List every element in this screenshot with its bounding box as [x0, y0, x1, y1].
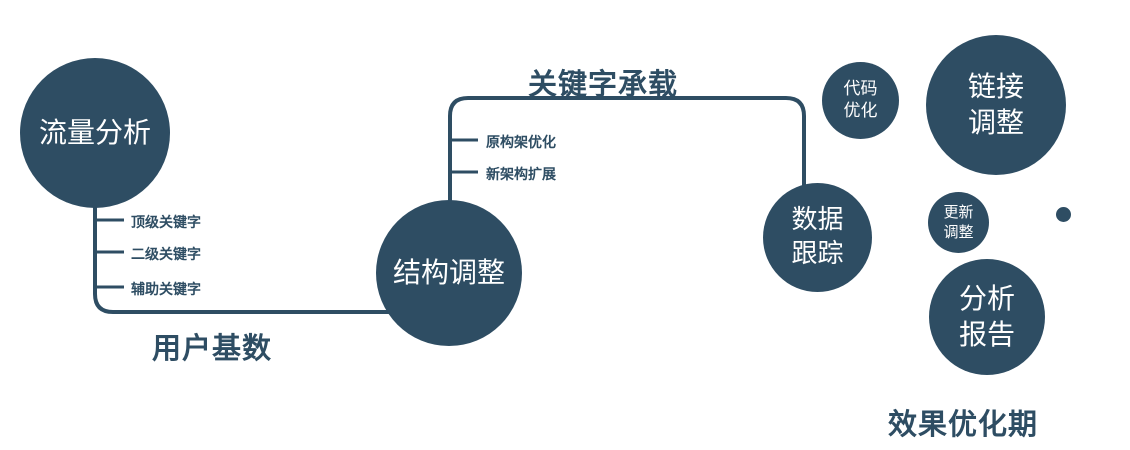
node-update-adjustment-line2: 调整: [943, 222, 974, 241]
branch-ticks-traffic: [95, 218, 124, 289]
node-code-optimization: 代码 优化: [822, 62, 899, 139]
node-link-adjustment: 链接 调整: [926, 35, 1066, 175]
edge-label-keyword-carry: 关键字承载: [528, 67, 679, 101]
node-analysis-report-line1: 分析: [958, 282, 1015, 316]
node-structure-adjustment-label: 结构调整: [392, 256, 505, 290]
node-analysis-report: 分析 报告: [929, 259, 1045, 375]
node-data-tracking-line2: 跟踪: [791, 238, 844, 269]
node-traffic-analysis: 流量分析: [20, 58, 170, 208]
node-update-adjustment-line1: 更新: [943, 203, 974, 222]
node-analysis-report-line2: 报告: [958, 318, 1015, 351]
node-data-tracking: 数据 跟踪: [763, 183, 872, 292]
branch-label-original-architecture: 原构架优化: [486, 135, 556, 151]
edge-structure-to-tracking: [448, 96, 806, 204]
edge-label-user-base: 用户基数: [152, 331, 273, 365]
diagram-caption: 效果优化期: [888, 407, 1039, 441]
branch-ticks-structure: [450, 138, 478, 174]
branch-label-auxiliary-keywords: 辅助关键字: [131, 282, 201, 298]
node-structure-adjustment: 结构调整: [376, 200, 522, 346]
small-dot-marker: [1056, 207, 1071, 222]
node-code-optimization-line1: 代码: [843, 78, 878, 99]
node-data-tracking-line1: 数据: [791, 205, 844, 236]
branch-label-top-keywords: 顶级关键字: [131, 215, 201, 231]
node-update-adjustment: 更新 调整: [928, 192, 989, 253]
node-traffic-analysis-label: 流量分析: [38, 116, 151, 150]
branch-label-second-keywords: 二级关键字: [131, 247, 201, 263]
node-link-adjustment-line1: 链接: [967, 70, 1024, 104]
branch-label-new-architecture: 新架构扩展: [486, 167, 556, 183]
node-link-adjustment-line2: 调整: [967, 106, 1024, 139]
edge-traffic-to-structure: [93, 198, 390, 314]
node-code-optimization-line2: 优化: [843, 100, 878, 121]
